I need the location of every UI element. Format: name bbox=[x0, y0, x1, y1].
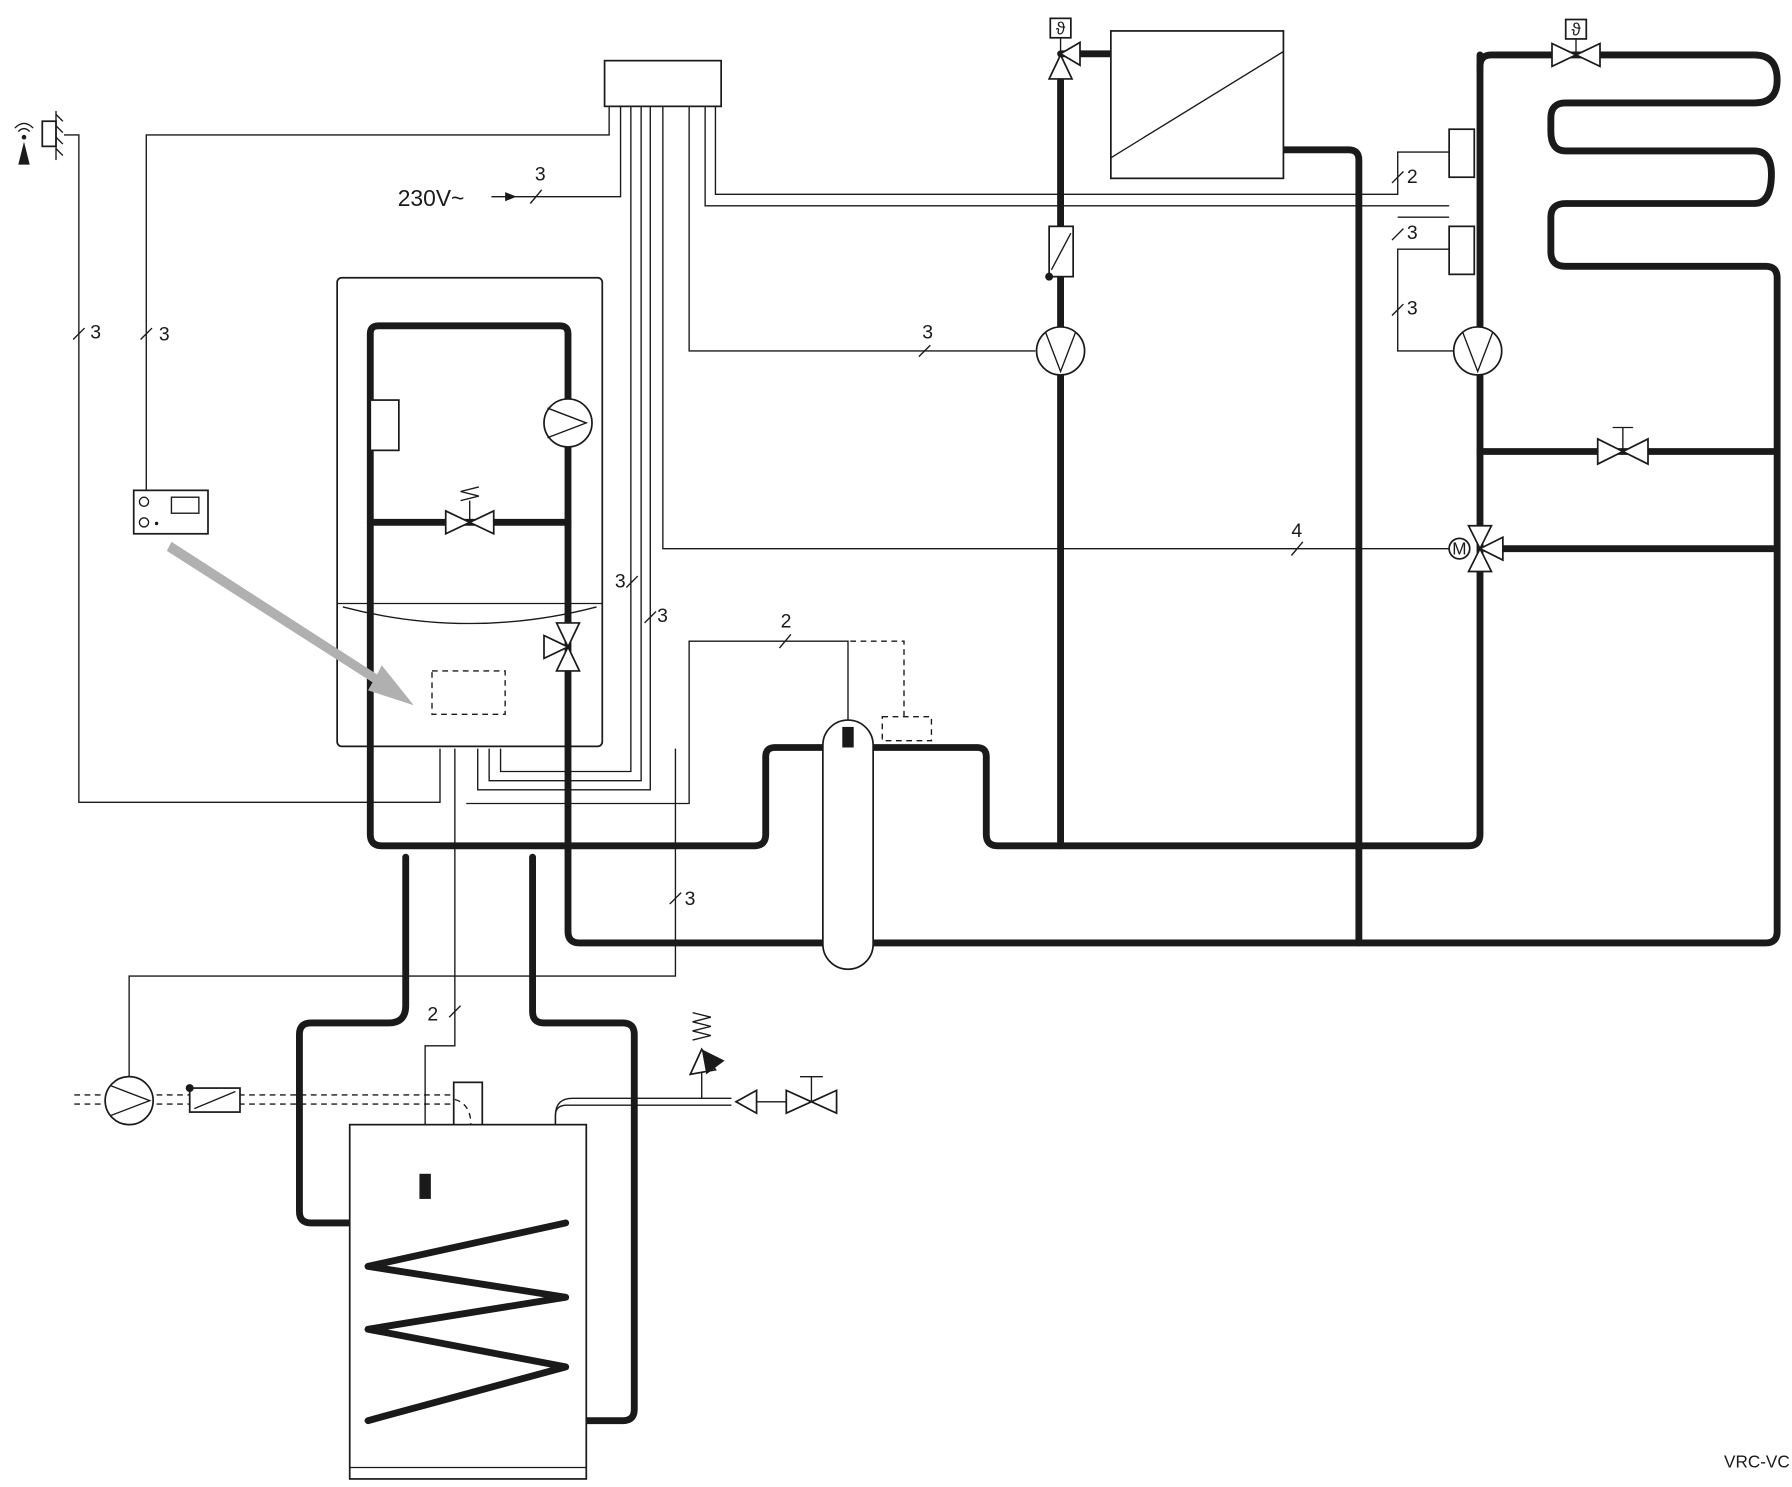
cable-label-outdoor-sensor: 3 bbox=[90, 321, 101, 343]
boiler bbox=[336, 276, 604, 804]
room-sensor-lower bbox=[1448, 225, 1476, 276]
remote-control-unit bbox=[132, 489, 209, 535]
cable-label-radiator-pump: 3 bbox=[922, 321, 933, 343]
hydraulic-separator bbox=[822, 640, 933, 971]
radiator-thermostatic-valve-icon: ϑ bbox=[1047, 17, 1081, 80]
radiator-check-valve bbox=[1045, 225, 1074, 281]
cable-label-mixer: 4 bbox=[1291, 520, 1302, 542]
floor-circuit-pump-icon bbox=[1452, 326, 1503, 376]
hot-water-cylinder bbox=[348, 1081, 588, 1480]
radiator-circuit-pump-icon bbox=[1035, 326, 1086, 376]
cable-label-charge-pump: 3 bbox=[685, 888, 696, 910]
control-wiring bbox=[64, 106, 1454, 1178]
floor-thermostatic-valve-icon: ϑ bbox=[1551, 18, 1601, 68]
cable-label-boiler-a: 3 bbox=[615, 570, 626, 592]
outdoor-sensor bbox=[14, 110, 64, 165]
floor-bypass-valve bbox=[1596, 426, 1649, 466]
circulation-check-valve bbox=[185, 1084, 241, 1113]
cylinder-charge-pump-icon bbox=[104, 1075, 154, 1126]
cable-label-floor-pump: 3 bbox=[1407, 297, 1418, 319]
room-sensor-upper bbox=[1448, 128, 1476, 179]
cable-label-separator: 2 bbox=[781, 611, 792, 633]
heating-pipework bbox=[295, 50, 1781, 1425]
motorised-mixing-valve-icon: M bbox=[1448, 524, 1504, 573]
cable-label-cylinder-sensor: 2 bbox=[427, 1004, 438, 1026]
wiring-centre-box bbox=[603, 59, 722, 108]
cable-label-sensor-lower: 3 bbox=[1407, 222, 1418, 244]
cable-label-sensor-upper: 2 bbox=[1407, 166, 1418, 188]
cable-label-remote-control: 3 bbox=[159, 324, 170, 346]
radio-antenna-icon bbox=[14, 122, 34, 165]
cable-label-power: 3 bbox=[535, 164, 546, 186]
radiator-valve-theta: ϑ bbox=[1056, 18, 1066, 38]
pointer-arrow bbox=[166, 541, 414, 706]
floor-valve-theta: ϑ bbox=[1571, 20, 1581, 40]
power-supply-label: 230V~ bbox=[398, 185, 465, 211]
radiator bbox=[1110, 30, 1285, 180]
drawing-code: VRC-VC bbox=[1724, 1451, 1790, 1471]
cable-label-boiler-b: 3 bbox=[657, 605, 668, 627]
motor-symbol: M bbox=[1452, 538, 1466, 558]
